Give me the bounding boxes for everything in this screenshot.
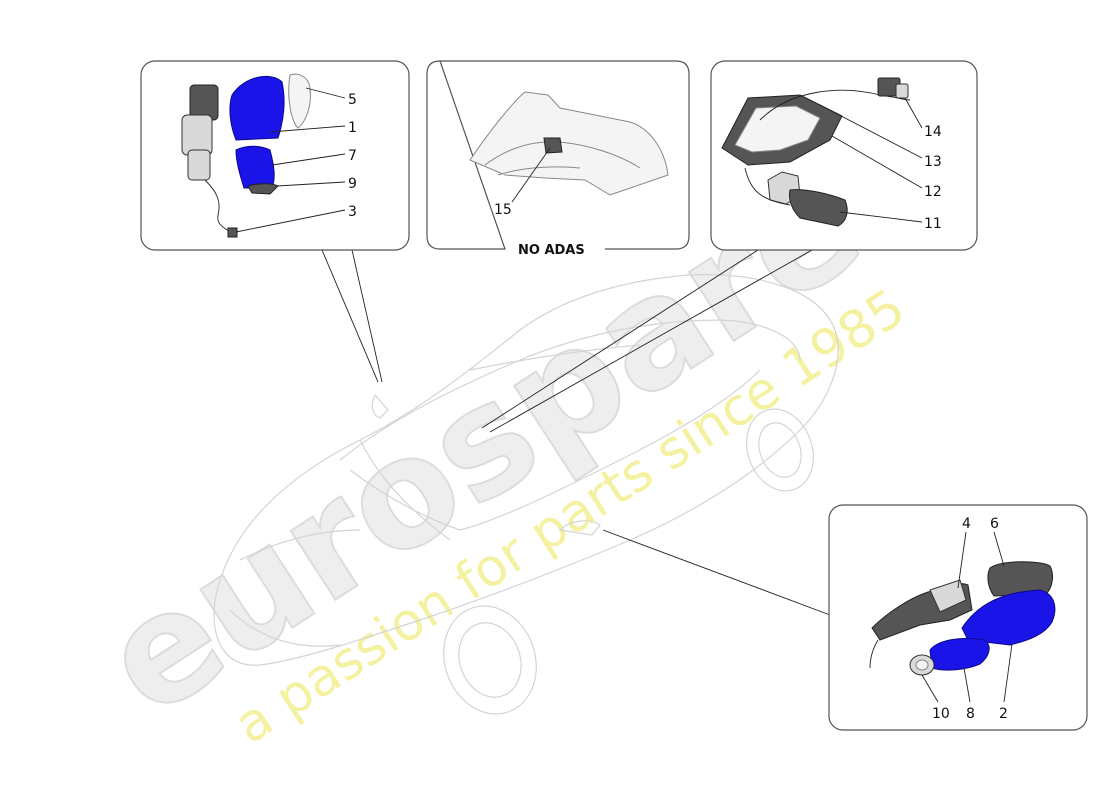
callout-10: 10	[932, 706, 950, 722]
seal-9	[247, 183, 279, 195]
callout-13: 13	[924, 154, 942, 170]
mirror-motor-assembly	[181, 84, 238, 238]
callout-14: 14	[924, 124, 942, 140]
callout-3: 3	[348, 204, 357, 220]
no-adas-caption: NO ADAS	[518, 243, 585, 258]
panel4-leaders	[921, 531, 1013, 703]
right-mirror-motor	[869, 579, 973, 669]
callout-12: 12	[924, 184, 942, 200]
callout-4: 4	[962, 516, 971, 532]
mirror-glass-5	[288, 73, 311, 129]
panel3-leaders	[817, 97, 923, 223]
callout-2: 2	[999, 706, 1008, 722]
panel1-leaders	[235, 87, 346, 233]
callout-11: 11	[924, 216, 942, 232]
camera-bracket-housing	[469, 91, 669, 196]
callout-8: 8	[966, 706, 975, 722]
callout-9: 9	[348, 176, 357, 192]
car-outline	[213, 274, 839, 715]
interior-mirror-assembly	[721, 77, 911, 227]
mirror-cover-2	[961, 589, 1056, 646]
panel-exterior-mirror-left: 5 1 7 9 3	[140, 60, 410, 251]
callout-5: 5	[348, 92, 357, 108]
mirror-cover-1	[229, 75, 285, 141]
callout-15: 15	[494, 202, 512, 218]
panel-leaders	[321, 249, 831, 616]
panel-interior-mirror: 14 13 12 11	[710, 60, 978, 251]
mirror-glass-6	[987, 561, 1054, 597]
panel-exterior-mirror-right: 4 6 10 8 2	[828, 504, 1088, 731]
panel-camera-bracket: 15 NO ADAS	[426, 60, 690, 258]
mirror-housing-8	[929, 637, 990, 671]
callout-7: 7	[348, 148, 357, 164]
mirror-housing-7	[235, 145, 275, 189]
callout-6: 6	[990, 516, 999, 532]
callout-1: 1	[348, 120, 357, 136]
